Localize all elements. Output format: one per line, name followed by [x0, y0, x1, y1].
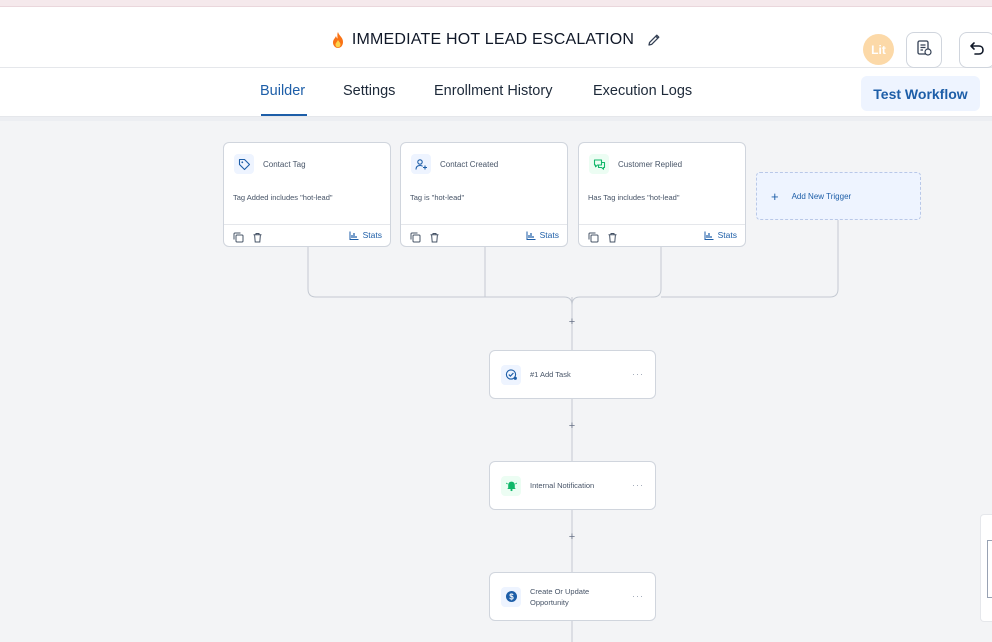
copy-icon[interactable]: [410, 230, 421, 243]
stats-label: Stats: [362, 230, 382, 240]
user-avatar[interactable]: Lit: [863, 34, 894, 65]
more-options-icon[interactable]: ···: [632, 480, 644, 490]
task-check-icon: [501, 364, 521, 385]
workflow-title-row: IMMEDIATE HOT LEAD ESCALATION: [0, 31, 992, 49]
side-panel-tab[interactable]: [980, 514, 992, 622]
trash-icon[interactable]: [429, 230, 440, 243]
tab-builder[interactable]: Builder: [260, 83, 306, 99]
workflow-header: IMMEDIATE HOT LEAD ESCALATION Lit: [0, 7, 992, 68]
document-gear-icon: [915, 39, 933, 62]
trigger-footer: Stats: [401, 224, 567, 246]
undo-button[interactable]: [959, 32, 992, 68]
trash-icon[interactable]: [252, 230, 263, 243]
bar-chart-icon: [526, 231, 536, 240]
undo-icon: [968, 39, 986, 62]
svg-text:$: $: [509, 592, 514, 601]
action-label-line2: Opportunity: [530, 597, 569, 607]
action-node-add-task[interactable]: #1 Add Task ···: [489, 350, 656, 399]
trigger-condition: Has Tag includes "hot-lead": [588, 193, 680, 202]
edit-title-pencil-icon[interactable]: [646, 32, 662, 48]
fire-icon: [330, 31, 346, 49]
trigger-condition: Tag is "hot-lead": [410, 193, 465, 202]
bar-chart-icon: [704, 231, 714, 240]
tab-execution-logs[interactable]: Execution Logs: [593, 83, 693, 99]
add-step-plus[interactable]: +: [568, 420, 576, 432]
action-node-create-update-opportunity[interactable]: $ Create Or Update Opportunity ···: [489, 572, 656, 621]
action-label: Create Or Update Opportunity: [530, 586, 589, 608]
active-tab-indicator: [261, 114, 307, 116]
add-step-plus[interactable]: +: [568, 531, 576, 543]
trigger-title: Contact Created: [440, 159, 499, 169]
action-label: Internal Notification: [530, 481, 595, 490]
trigger-title: Contact Tag: [263, 159, 306, 169]
action-label-line1: Create Or Update: [530, 586, 590, 596]
trigger-card-customer-replied[interactable]: Customer Replied Has Tag includes "hot-l…: [578, 142, 746, 247]
dollar-icon: $: [501, 586, 521, 607]
bell-icon: [501, 475, 521, 496]
action-node-internal-notification[interactable]: Internal Notification ···: [489, 461, 656, 510]
add-new-trigger-button[interactable]: + Add New Trigger: [756, 172, 921, 220]
tab-enrollment-history[interactable]: Enrollment History: [434, 83, 553, 99]
tab-settings[interactable]: Settings: [343, 83, 396, 99]
action-label: #1 Add Task: [530, 370, 571, 379]
trigger-condition: Tag Added includes "hot-lead": [233, 193, 333, 202]
chat-icon: [589, 154, 609, 174]
stats-label: Stats: [717, 230, 737, 240]
trigger-card-contact-tag[interactable]: Contact Tag Tag Added includes "hot-lead…: [223, 142, 391, 247]
trash-icon[interactable]: [607, 230, 618, 243]
bar-chart-icon: [349, 231, 359, 240]
side-panel-inner: [987, 540, 992, 598]
document-settings-button[interactable]: [906, 32, 942, 68]
tag-icon: [234, 154, 254, 174]
trigger-title: Customer Replied: [618, 159, 683, 169]
trigger-footer: Stats: [224, 224, 390, 246]
more-options-icon[interactable]: ···: [632, 369, 644, 379]
test-workflow-button[interactable]: Test Workflow: [861, 76, 980, 111]
add-step-plus[interactable]: +: [568, 316, 576, 328]
copy-icon[interactable]: [588, 230, 599, 243]
top-strip: [0, 0, 992, 7]
stats-label: Stats: [539, 230, 559, 240]
tabs-bar: Builder Settings Enrollment History Exec…: [0, 68, 992, 117]
workflow-title: IMMEDIATE HOT LEAD ESCALATION: [351, 31, 635, 48]
stats-link[interactable]: Stats: [526, 230, 559, 240]
more-options-icon[interactable]: ···: [632, 591, 644, 601]
stats-link[interactable]: Stats: [349, 230, 382, 240]
add-trigger-label: Add New Trigger: [791, 191, 852, 201]
copy-icon[interactable]: [233, 230, 244, 243]
stats-link[interactable]: Stats: [704, 230, 737, 240]
trigger-footer: Stats: [579, 224, 745, 246]
trigger-card-contact-created[interactable]: Contact Created Tag is "hot-lead" Stats: [400, 142, 568, 247]
user-plus-icon: [411, 154, 431, 174]
plus-icon: +: [771, 188, 779, 204]
